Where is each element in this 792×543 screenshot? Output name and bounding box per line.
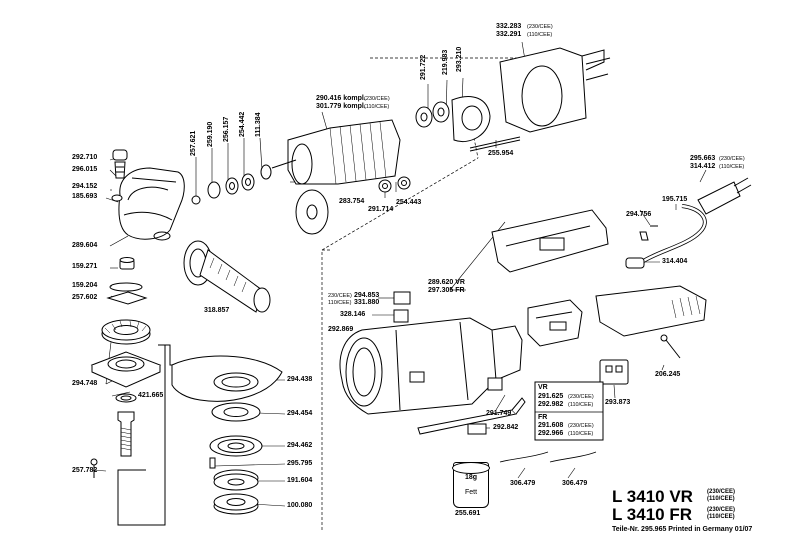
label-100-080: 100.080 — [287, 502, 313, 509]
label-257-621: 257.621 — [190, 130, 197, 156]
label-294-438: 294.438 — [287, 376, 313, 383]
label-291-714: 291.714 — [368, 206, 394, 213]
label-328-146: 328.146 — [340, 311, 366, 318]
label-159-204: 159.204 — [72, 282, 98, 289]
power-cord — [625, 177, 752, 269]
variant-fr-part-1: 291.608 — [538, 422, 564, 429]
variant-fr-part-2: 292.966 — [538, 430, 564, 437]
footer-part-number: Teile-Nr. 295.965 Printed in Germany 01/… — [612, 526, 753, 533]
label-195-715: 195.715 — [662, 196, 688, 203]
label-294-454: 294.454 — [287, 410, 313, 417]
variant-box — [534, 381, 604, 441]
variant-fr-part-1-variant: (230/CEE) — [568, 423, 594, 429]
variant-vr-part-2: 292.982 — [538, 401, 564, 408]
label-291-749: 291.749 — [486, 410, 512, 417]
grease-name: Fett — [464, 489, 478, 496]
variant-fr-title: FR — [538, 414, 548, 421]
label-290-416: 290.416 kompl. — [316, 95, 366, 102]
model-title-vr: L 3410 VR — [612, 487, 693, 506]
label-255-691: 255.691 — [455, 510, 481, 517]
label-293-873: 293.873 — [605, 399, 631, 406]
label-332-291: 332.291 — [496, 31, 522, 38]
variant-vr-part-1: 291.625 — [538, 393, 564, 400]
label-289-620: 289.620 VR — [428, 279, 465, 286]
label-185-693: 185.693 — [72, 193, 98, 200]
label-159-271: 159.271 — [72, 263, 98, 270]
label-294-853-variant: 230/CEE) — [328, 293, 352, 299]
label-259-190: 259.190 — [207, 121, 214, 147]
label-289-604: 289.604 — [72, 242, 98, 249]
model-fr-variant-1: (230/CEE) — [707, 507, 736, 513]
label-297-305: 297.305 FR — [428, 287, 465, 294]
variant-fr-part-2-variant: (110/CEE) — [568, 431, 594, 437]
label-296-015: 296.015 — [72, 166, 98, 173]
label-332-283: 332.283 — [496, 23, 522, 30]
variant-vr-title: VR — [538, 384, 548, 391]
label-301-779: 301.779 kompl. — [316, 103, 366, 110]
label-291-722: 291.722 — [420, 54, 427, 80]
field-stator — [499, 47, 611, 133]
label-293-210: 293.210 — [456, 46, 463, 72]
model-vr-variant-2: (110/CEE) — [707, 496, 735, 502]
label-257-602: 257.602 — [72, 294, 98, 301]
label-294-152: 294.152 — [72, 183, 98, 190]
switch-module — [393, 291, 681, 385]
armature — [271, 119, 411, 235]
label-292-842: 292.842 — [493, 424, 519, 431]
label-331-880-variant: 110/CEE) — [328, 300, 352, 306]
label-295-663: 295.663 — [690, 155, 716, 162]
spindle-stack — [90, 257, 162, 478]
label-306-479-b: 306.479 — [562, 480, 588, 487]
model-fr-variant-2: (110/CEE) — [707, 514, 735, 520]
variant-vr-part-1-variant: (230/CEE) — [568, 394, 594, 400]
cover-shell — [491, 209, 707, 337]
carbon-springs — [499, 451, 597, 463]
label-255-954: 255.954 — [488, 150, 514, 157]
grease-amount: 18g — [464, 474, 478, 481]
label-314-412: 314.412 — [690, 163, 716, 170]
label-318-857: 318.857 — [204, 307, 230, 314]
label-206-245: 206.245 — [655, 371, 681, 378]
label-191-604: 191.604 — [287, 477, 313, 484]
label-283-754: 283.754 — [339, 198, 365, 205]
label-294-462: 294.462 — [287, 442, 313, 449]
label-219-983: 219.983 — [442, 49, 449, 75]
label-295-795: 295.795 — [287, 460, 313, 467]
label-421-665: 421.665 — [138, 392, 164, 399]
model-title-fr: L 3410 FR — [612, 505, 693, 524]
label-292-869: 292.869 — [328, 326, 354, 333]
label-254-443: 254.443 — [396, 199, 422, 206]
guard-and-flanges — [171, 355, 283, 515]
label-294-748: 294.748 — [72, 380, 98, 387]
model-vr-variant-1: (230/CEE) — [707, 489, 736, 495]
label-292-710: 292.710 — [72, 154, 98, 161]
label-331-880: 331.880 — [354, 299, 380, 306]
label-294-853: 294.853 — [354, 292, 380, 299]
motor-housing — [339, 317, 523, 415]
side-handle — [183, 240, 271, 313]
gear-head-housing — [111, 149, 185, 241]
bearings — [191, 96, 521, 205]
label-306-479-a: 306.479 — [510, 480, 536, 487]
grease-jar-lid — [452, 462, 490, 474]
label-294-756: 294.756 — [626, 211, 652, 218]
switch-rod — [417, 377, 526, 435]
variant-vr-part-2-variant: (110/CEE) — [568, 402, 594, 408]
label-254-442: 254.442 — [239, 111, 246, 137]
label-290-416-variant: (230/CEE) — [364, 96, 390, 102]
label-301-779-variant: (110/CEE) — [364, 104, 390, 110]
label-314-412-variant: (110/CEE) — [719, 164, 745, 170]
grease-jar: 18g Fett — [452, 462, 490, 508]
label-295-663-variant: (230/CEE) — [719, 156, 745, 162]
label-257-782: 257.782 — [72, 467, 98, 474]
label-332-291-variant: (110/CEE) — [527, 32, 553, 38]
label-111-384: 111.384 — [255, 112, 262, 137]
leader-lines — [91, 41, 707, 507]
label-314-404: 314.404 — [662, 258, 688, 265]
label-256-157: 256.157 — [223, 116, 230, 142]
label-332-283-variant: (230/CEE) — [527, 24, 553, 30]
